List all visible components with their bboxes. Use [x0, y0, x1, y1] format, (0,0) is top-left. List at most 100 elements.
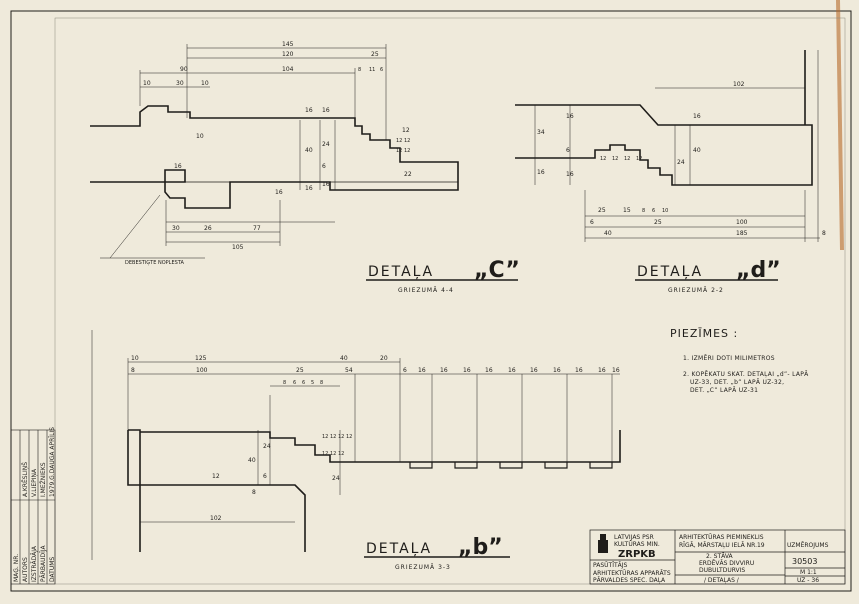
dim-b-16b: 16: [440, 367, 448, 374]
side-val-3: I.MEŽNIEKS: [39, 462, 47, 497]
stamp-approved-label: PASŪTĪTĀJS: [593, 562, 628, 569]
sheet-border: [10, 10, 852, 592]
dim-c-8: 8: [358, 67, 361, 73]
title-stamp: [589, 529, 846, 585]
side-col-3: IZSTRĀDĀJA: [31, 545, 38, 582]
dim-d-b8b: 8: [822, 230, 826, 237]
stamp-stage: UZMĒROJUMS: [787, 542, 829, 549]
detail-c-letter: „C”: [474, 258, 520, 283]
side-col-2: AUTORS: [22, 557, 29, 582]
dim-c-r16b: 16: [322, 107, 330, 114]
dim-c-r16d: 16: [322, 181, 330, 188]
detail-b-profile: [127, 429, 621, 552]
dim-c-l16a: 16: [174, 163, 182, 170]
side-val-2: V.LIEPIŅA: [31, 468, 38, 497]
dim-d-s4: 12: [636, 156, 642, 162]
dim-c-b30: 30: [172, 225, 180, 232]
dim-c-11: 11: [369, 67, 375, 73]
dim-c-r40: 40: [305, 147, 313, 154]
dim-b-s8b: 8: [320, 380, 323, 386]
stamp-number: 30503: [792, 557, 817, 566]
dim-c-r12: 12: [402, 127, 410, 134]
dim-b-16i: 16: [598, 367, 606, 374]
dim-c-120: 120: [282, 51, 294, 58]
stamp-ministry-2: KULTŪRAS MIN.: [614, 541, 660, 548]
dim-b-25: 25: [296, 367, 304, 374]
detail-c-section: GRIEZUMĀ 4-4: [398, 287, 454, 294]
dim-b-40: 40: [340, 355, 348, 362]
side-col-5: DATUMS: [49, 557, 56, 582]
dim-c-r16a: 16: [305, 107, 313, 114]
dim-c-b26: 26: [204, 225, 212, 232]
detail-b-letter: „b”: [458, 535, 503, 560]
dim-c-s3: 12: [396, 148, 402, 154]
dim-c-90: 90: [180, 66, 188, 73]
dim-d-b10: 10: [662, 208, 668, 214]
detail-c-callout: DEBESTIĢTE NOPLESTA: [125, 260, 184, 266]
stamp-sheet-no: UZ - 36: [797, 577, 819, 584]
detail-c: 145 120 25 90 104 8 11 6 10 30 10 16 16 …: [90, 41, 520, 294]
dim-b-8: 8: [131, 367, 135, 374]
dim-b-s8: 8: [283, 380, 286, 386]
dim-b-6: 6: [403, 367, 407, 374]
dim-b-16g: 16: [553, 367, 561, 374]
detail-d-section: GRIEZUMĀ 2-2: [668, 287, 724, 294]
stamp-sheet-name: / DETAĻAS /: [704, 577, 740, 584]
notes-heading: PIEZĪMES :: [670, 327, 738, 340]
dim-c-s4: 12: [404, 148, 410, 154]
stamp-approved-1: ARHITEKTŪRAS APPARĀTS: [593, 570, 671, 577]
dim-b-16f: 16: [530, 367, 538, 374]
dim-b-125: 125: [195, 355, 207, 362]
note-line-1: 1. IZMĒRI DOTI MILIMETROS: [683, 355, 775, 362]
dim-d-l34: 34: [537, 129, 545, 136]
dim-b-s5: 5: [311, 380, 314, 386]
dim-d-b15: 15: [623, 207, 631, 214]
dim-d-102: 102: [733, 81, 745, 88]
stamp-workshop-2: RĪGĀ, MĀRSTAĻU IELĀ NR.19: [679, 542, 765, 549]
margin-line: [54, 17, 846, 585]
dim-c-104: 104: [282, 66, 294, 73]
dim-b-l8: 8: [252, 489, 256, 496]
stamp-object-1: 2. STĀVA: [706, 553, 734, 560]
side-col-1: MAĢ. NR.: [13, 554, 20, 582]
dim-c-r10: 10: [196, 133, 204, 140]
stamp-approved-2: PĀRVALDES SPEC. DAĻA: [593, 577, 666, 584]
dim-c-145: 145: [282, 41, 294, 48]
dim-d-s1: 12: [600, 156, 606, 162]
dim-b-20: 20: [380, 355, 388, 362]
stamp-ministry-1: LATVIJAS PSR: [614, 534, 654, 541]
dim-c-b105: 105: [232, 244, 244, 251]
stamp-object-2: ERDĒVĀS DIVVIRU: [699, 560, 754, 567]
detail-b-section: GRIEZUMĀ 3-3: [395, 564, 451, 571]
dim-d-l16b: 16: [566, 171, 574, 178]
dim-c-s1: 12: [396, 138, 402, 144]
dim-b-m3: 12: [338, 434, 344, 440]
detail-d-title: DETAĻA: [637, 264, 703, 280]
dim-b-m24: 24: [332, 475, 340, 482]
stamp-scale: M 1:1: [800, 569, 817, 576]
dim-d-b25b: 25: [654, 219, 662, 226]
notes: PIEZĪMES : 1. IZMĒRI DOTI MILIMETROS 2. …: [670, 327, 809, 394]
dim-d-r16: 16: [693, 113, 701, 120]
dim-b-m5: 12: [322, 451, 328, 457]
dim-b-16h: 16: [575, 367, 583, 374]
stamp-object-3: DUBULTDURVIS: [699, 567, 745, 574]
dim-d-b185: 185: [736, 230, 748, 237]
dim-d-b6b: 6: [590, 219, 594, 226]
dim-b-m7: 12: [338, 451, 344, 457]
dim-b-16j: 16: [612, 367, 620, 374]
stamp-org: ZRPKB: [618, 549, 656, 560]
dim-c-b77: 77: [253, 225, 261, 232]
dim-b-s6a: 6: [293, 380, 296, 386]
detail-d: 102 16 40 24 16 16 34 6 16 12 12 12 12 2…: [515, 50, 826, 294]
dim-d-b40: 40: [604, 230, 612, 237]
dim-c-r16c: 16: [305, 185, 313, 192]
side-val-4: 1979.G.DAUGA APRĪLIS: [49, 427, 56, 497]
dim-b-m2: 12: [330, 434, 336, 440]
dim-c-r24: 24: [322, 141, 330, 148]
dim-b-l40: 40: [248, 457, 256, 464]
detail-c-title: DETAĻA: [368, 264, 434, 280]
dim-b-16a: 16: [418, 367, 426, 374]
dim-d-r24: 24: [677, 159, 685, 166]
